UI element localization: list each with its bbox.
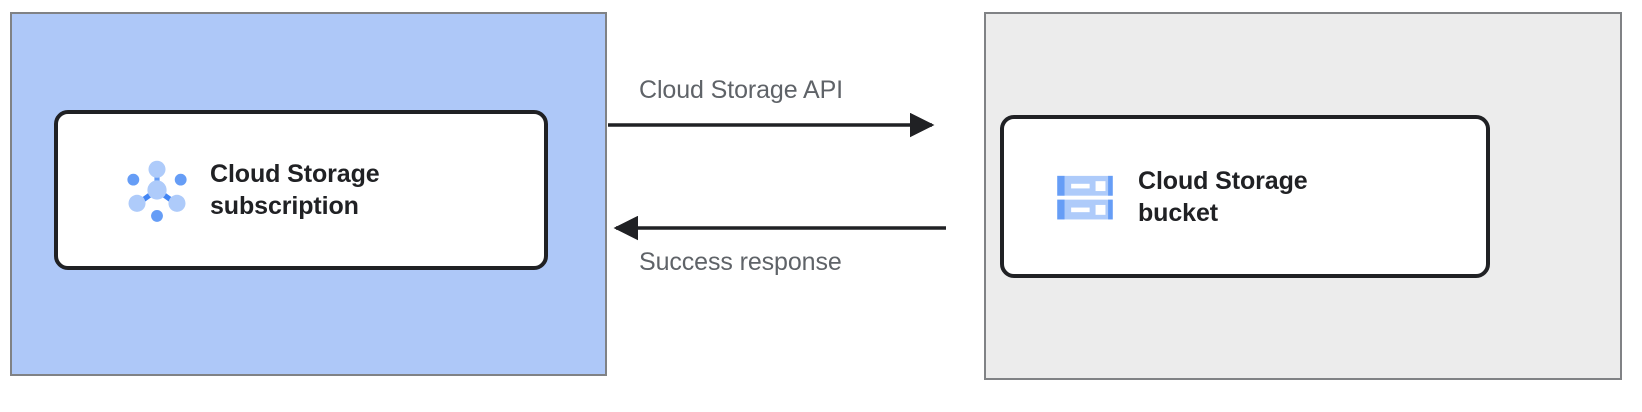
response-edge-label: Success response bbox=[639, 248, 842, 276]
cloud-storage-bucket-icon bbox=[1057, 175, 1113, 219]
pubsub-subscription-icon bbox=[127, 160, 187, 222]
node-cloud-storage-subscription[interactable]: Cloud Storage subscription bbox=[54, 110, 548, 270]
node-label-subscription: Cloud Storage subscription bbox=[210, 160, 380, 220]
node-cloud-storage-bucket[interactable]: Cloud Storage bucket bbox=[1000, 115, 1490, 278]
request-edge-label: Cloud Storage API bbox=[639, 76, 843, 104]
node-label-bucket: Cloud Storage bucket bbox=[1138, 166, 1308, 227]
